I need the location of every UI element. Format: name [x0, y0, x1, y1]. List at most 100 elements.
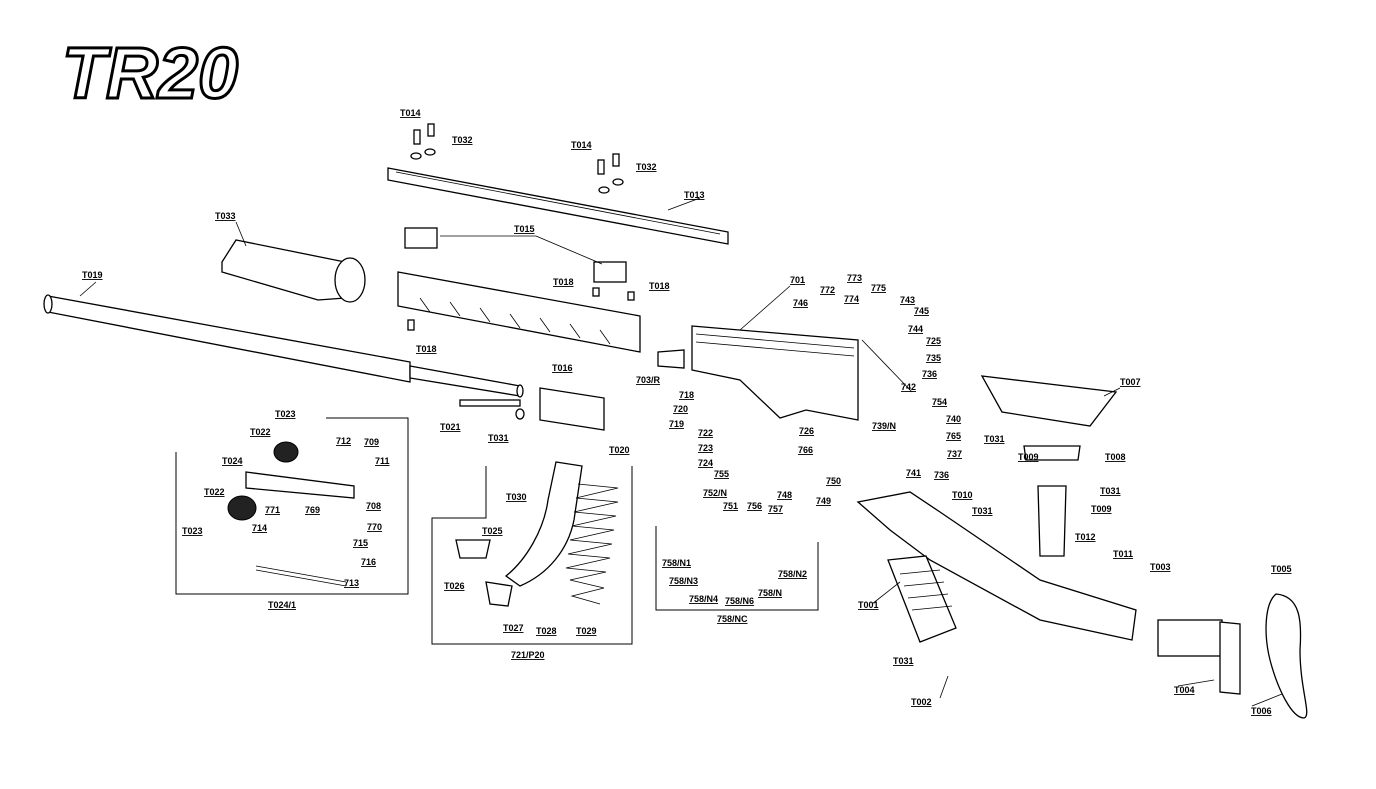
takedown-pin — [459, 399, 525, 420]
cheek-riser-post — [1037, 485, 1067, 557]
label-745: 745 — [914, 306, 929, 316]
label-T014: T014 — [400, 108, 421, 118]
label-769: 769 — [305, 505, 320, 515]
label-773: 773 — [847, 273, 862, 283]
bolt-knob-1 — [273, 441, 299, 463]
label-772: 772 — [820, 285, 835, 295]
label-T011: T011 — [1113, 549, 1133, 559]
receiver — [691, 325, 859, 421]
butt-plate — [1265, 593, 1308, 719]
magazine-spring — [565, 483, 619, 605]
label-735: 735 — [926, 353, 941, 363]
label-T018: T018 — [553, 277, 574, 287]
label-750: 750 — [826, 476, 841, 486]
label-758N6: 758/N6 — [725, 596, 754, 606]
label-721P20: 721/P20 — [511, 650, 545, 660]
label-720: 720 — [673, 404, 688, 414]
label-T015: T015 — [514, 224, 535, 234]
magazine-floorplate — [485, 581, 513, 607]
label-758NC: 758/NC — [717, 614, 748, 624]
label-T031: T031 — [972, 506, 993, 516]
label-736: 736 — [922, 369, 937, 379]
label-T029: T029 — [576, 626, 597, 636]
label-T021: T021 — [440, 422, 461, 432]
label-737: 737 — [947, 449, 962, 459]
rail-screws — [410, 123, 624, 194]
label-774: 774 — [844, 294, 859, 304]
label-T001: T001 — [858, 600, 879, 610]
label-740: 740 — [946, 414, 961, 424]
label-725: 725 — [926, 336, 941, 346]
label-711: 711 — [375, 456, 390, 466]
top-rail — [387, 167, 729, 245]
label-748: 748 — [777, 490, 792, 500]
label-771: 771 — [265, 505, 280, 515]
label-T007: T007 — [1120, 377, 1141, 387]
label-741: 741 — [906, 468, 921, 478]
diagram-title: TR20 — [62, 34, 238, 114]
barrel — [43, 294, 524, 398]
label-T005: T005 — [1271, 564, 1292, 574]
label-T030: T030 — [506, 492, 527, 502]
bolt-spring — [657, 349, 685, 369]
label-T026: T026 — [444, 581, 465, 591]
front-block — [539, 387, 605, 431]
label-T014: T014 — [571, 140, 592, 150]
label-758N4: 758/N4 — [689, 594, 718, 604]
label-770: 770 — [367, 522, 382, 532]
label-T024: T024 — [222, 456, 243, 466]
label-751: 751 — [723, 501, 738, 511]
stock-chassis — [856, 491, 1137, 643]
label-703R: 703/R — [636, 375, 661, 385]
label-766: 766 — [798, 445, 813, 455]
bolt-knob-2 — [227, 495, 257, 521]
label-T022: T022 — [250, 427, 271, 437]
leader-lines — [79, 197, 1283, 707]
handguard — [397, 271, 641, 353]
group-box-758-nc — [655, 526, 819, 611]
label-T032: T032 — [452, 135, 473, 145]
label-715: 715 — [353, 538, 368, 548]
barrel-shroud — [221, 239, 366, 303]
label-T019: T019 — [82, 270, 103, 280]
label-775: 775 — [871, 283, 886, 293]
label-744: 744 — [908, 324, 923, 334]
label-754: 754 — [932, 397, 947, 407]
label-T023: T023 — [182, 526, 203, 536]
label-719: 719 — [669, 419, 684, 429]
label-T025: T025 — [482, 526, 503, 536]
label-T002: T002 — [911, 697, 932, 707]
label-T031: T031 — [1100, 486, 1121, 496]
label-T006: T006 — [1251, 706, 1272, 716]
group-box-721-p20 — [431, 466, 633, 645]
label-722: 722 — [698, 428, 713, 438]
label-723: 723 — [698, 443, 713, 453]
label-726: 726 — [799, 426, 814, 436]
label-758N: 758/N — [758, 588, 782, 598]
label-736: 736 — [934, 470, 949, 480]
label-T008: T008 — [1105, 452, 1126, 462]
label-758N2: 758/N2 — [778, 569, 807, 579]
rail-mount-block-2 — [593, 261, 627, 283]
label-T022: T022 — [204, 487, 225, 497]
label-T012: T012 — [1075, 532, 1096, 542]
label-718: 718 — [679, 390, 694, 400]
label-714: 714 — [252, 523, 267, 533]
label-T032: T032 — [636, 162, 657, 172]
label-746: 746 — [793, 298, 808, 308]
label-T003: T003 — [1150, 562, 1171, 572]
cheek-rest — [980, 375, 1118, 427]
magazine-follower — [455, 539, 491, 559]
label-T016: T016 — [552, 363, 573, 373]
label-757: 757 — [768, 504, 783, 514]
label-709: 709 — [364, 437, 379, 447]
label-T018: T018 — [416, 344, 437, 354]
label-T018: T018 — [649, 281, 670, 291]
label-712: 712 — [336, 436, 351, 446]
label-T023: T023 — [275, 409, 296, 419]
label-749: 749 — [816, 496, 831, 506]
group-box-t024-1 — [175, 417, 409, 595]
spring-713 — [255, 565, 347, 587]
label-T009: T009 — [1091, 504, 1112, 514]
